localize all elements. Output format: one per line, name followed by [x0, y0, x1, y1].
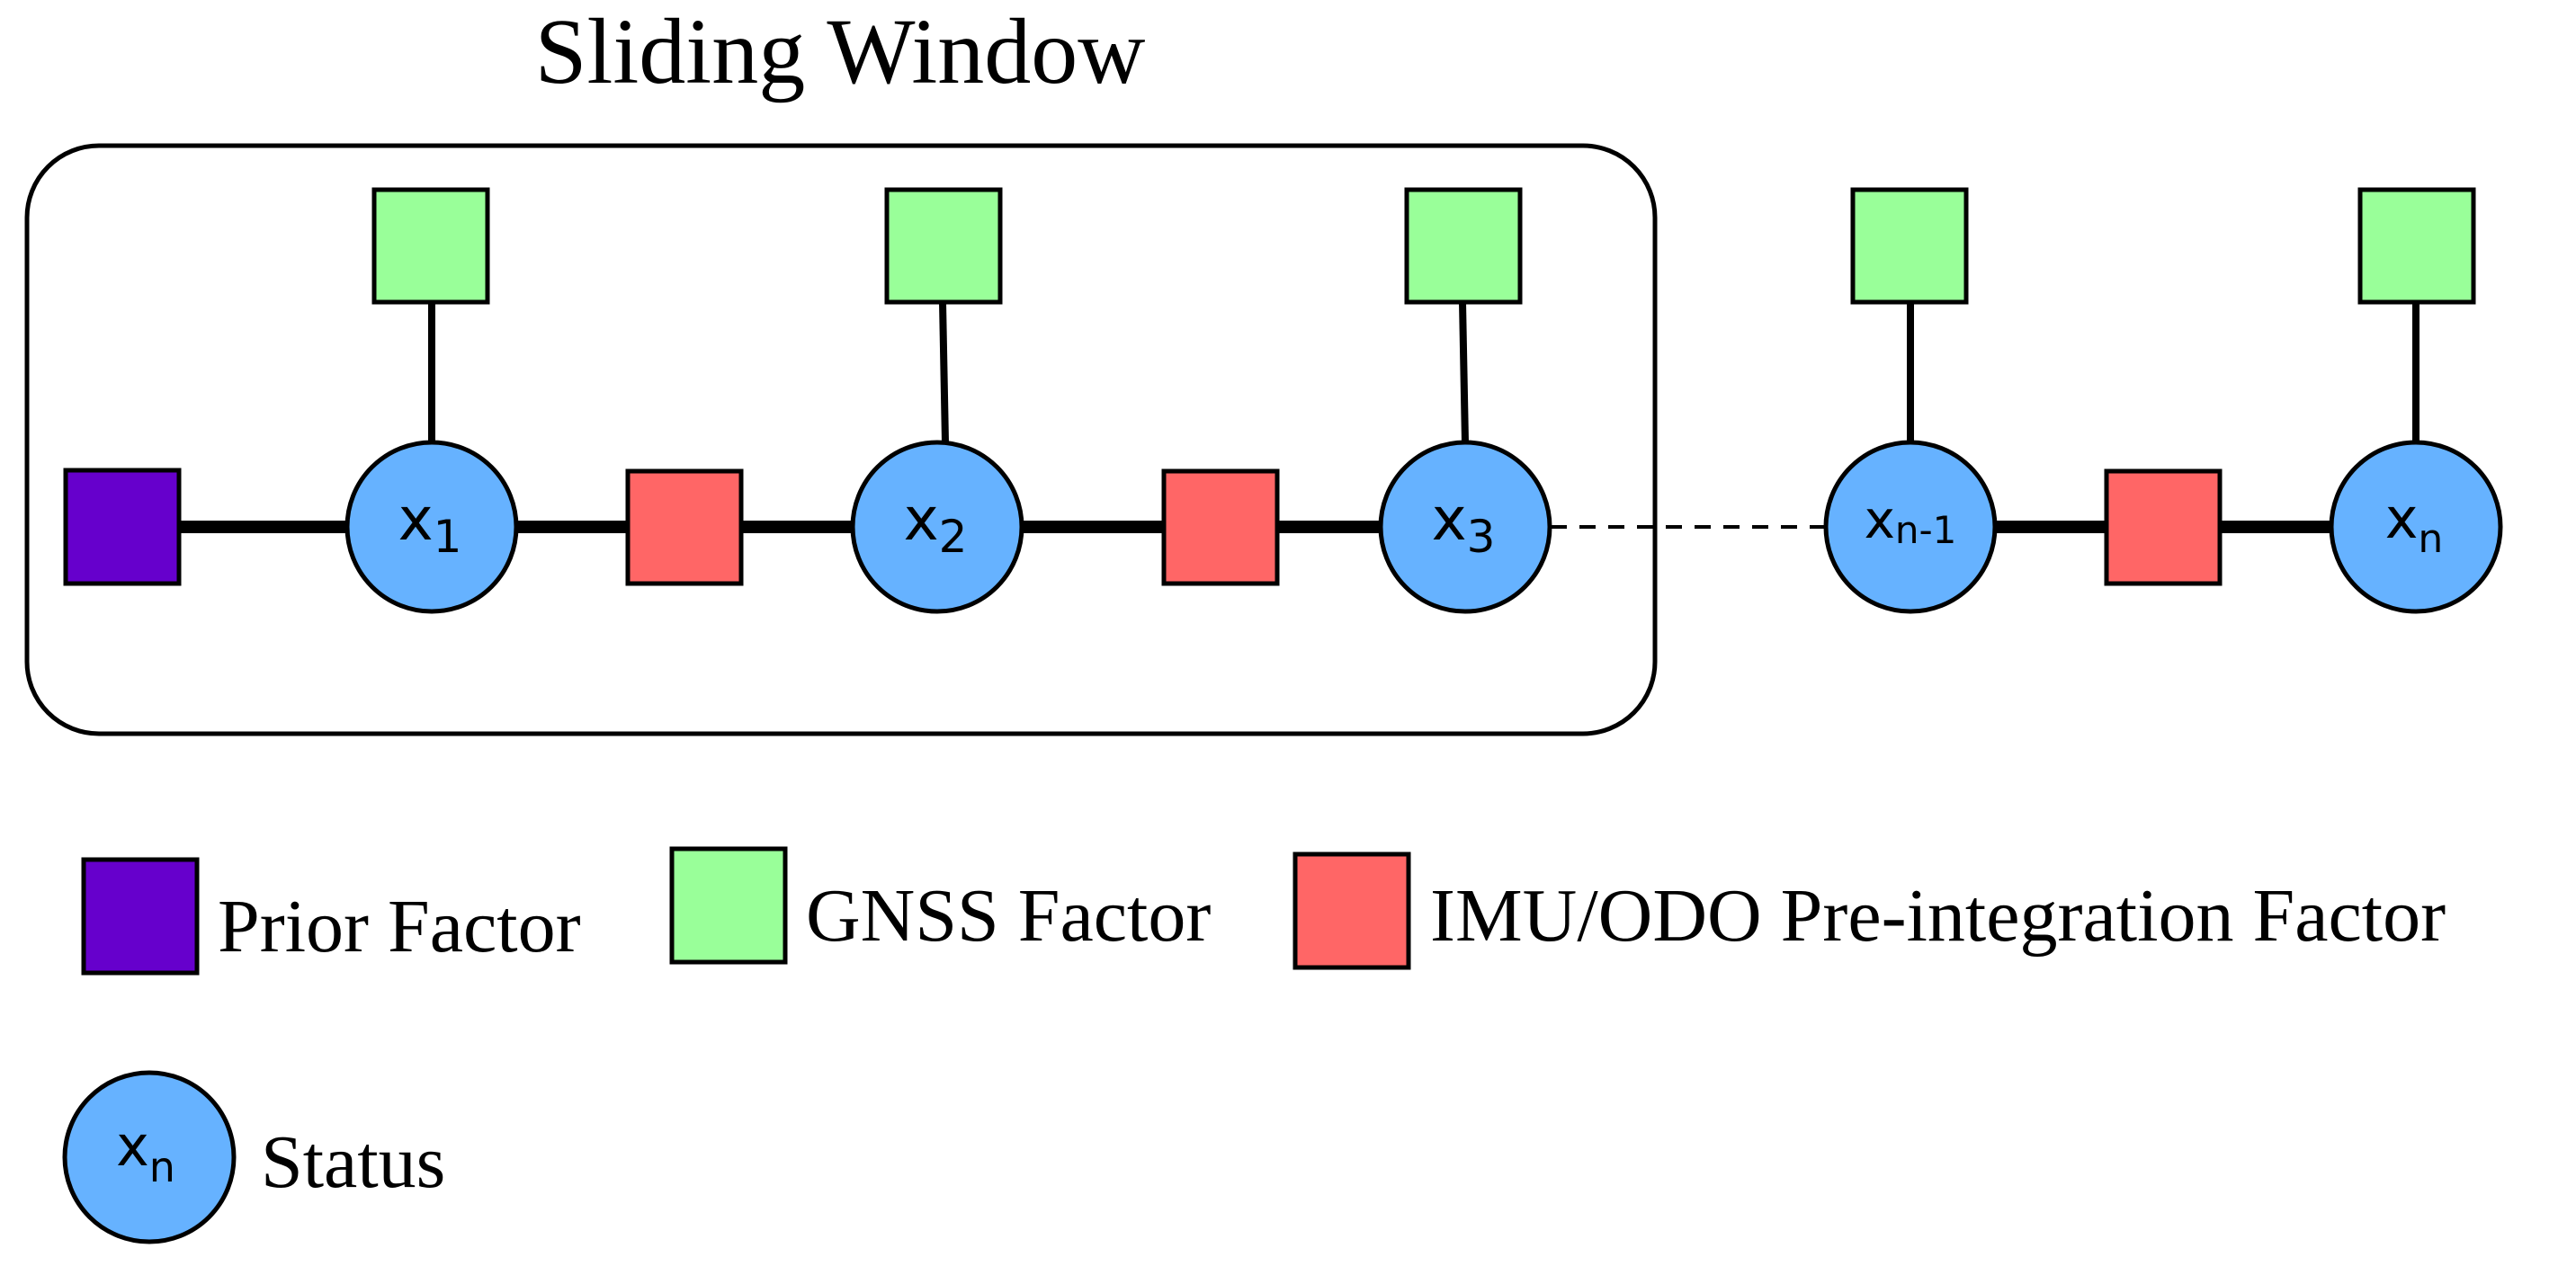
legend-swatch-prior [81, 857, 200, 976]
gnss-factor-2 [884, 187, 1003, 305]
status-node-circle [2329, 440, 2503, 614]
diagram-title: Sliding Window [535, 0, 1146, 103]
legend-label-status: Status [261, 1120, 445, 1204]
imu-factor-1 [625, 468, 744, 586]
status-node-label: x2 [904, 485, 968, 563]
status-node-circle [1823, 440, 1998, 614]
gnss-connectors [428, 301, 2419, 443]
imu-factor-3 [2104, 468, 2223, 586]
status-node-label: x3 [1432, 485, 1496, 563]
status-node-label: xn-1 [1865, 489, 1957, 552]
legend-swatch-gnss [669, 846, 788, 965]
gnss-connector-3 [1459, 301, 1469, 443]
gnss-connector-2 [939, 301, 949, 443]
status-node-xn: xn [2329, 440, 2503, 614]
gnss-factor-3 [1404, 187, 1523, 305]
gnss-factor-5 [2357, 187, 2476, 305]
status-node-label: xn [2385, 486, 2444, 562]
legend: Prior Factor GNSS Factor IMU/ODO Pre-int… [62, 846, 2446, 1244]
gnss-factor-4 [1850, 187, 1969, 305]
legend-item-status: xn Status [62, 1070, 445, 1244]
legend-swatch-imu [1292, 851, 1411, 970]
legend-status-symbol: xn [116, 1113, 175, 1191]
legend-item-gnss: GNSS Factor [669, 846, 1211, 965]
prior-factor [63, 468, 182, 586]
status-node-circle [344, 440, 519, 614]
status-node-circle [1378, 440, 1552, 614]
status-node-x2: x2 [850, 440, 1024, 614]
legend-label-gnss: GNSS Factor [806, 874, 1211, 958]
status-nodes: x1 x2 x3 xn-1 xn [344, 440, 2503, 614]
sliding-window-frame [24, 143, 1658, 736]
imu-factors [625, 468, 2223, 586]
gnss-factors [371, 187, 2476, 305]
status-node-label: x1 [398, 485, 462, 563]
status-node-x1: x1 [344, 440, 519, 614]
imu-factor-2 [1161, 468, 1280, 586]
status-node-xn-1: xn-1 [1823, 440, 1998, 614]
legend-swatch-status [62, 1070, 237, 1244]
status-node-x3: x3 [1378, 440, 1552, 614]
gnss-factor-1 [371, 187, 490, 305]
legend-item-imu: IMU/ODO Pre-integration Factor [1292, 851, 2446, 970]
legend-label-prior: Prior Factor [218, 885, 581, 968]
legend-item-prior: Prior Factor [81, 857, 581, 976]
legend-label-imu: IMU/ODO Pre-integration Factor [1430, 874, 2446, 958]
status-node-circle [850, 440, 1024, 614]
